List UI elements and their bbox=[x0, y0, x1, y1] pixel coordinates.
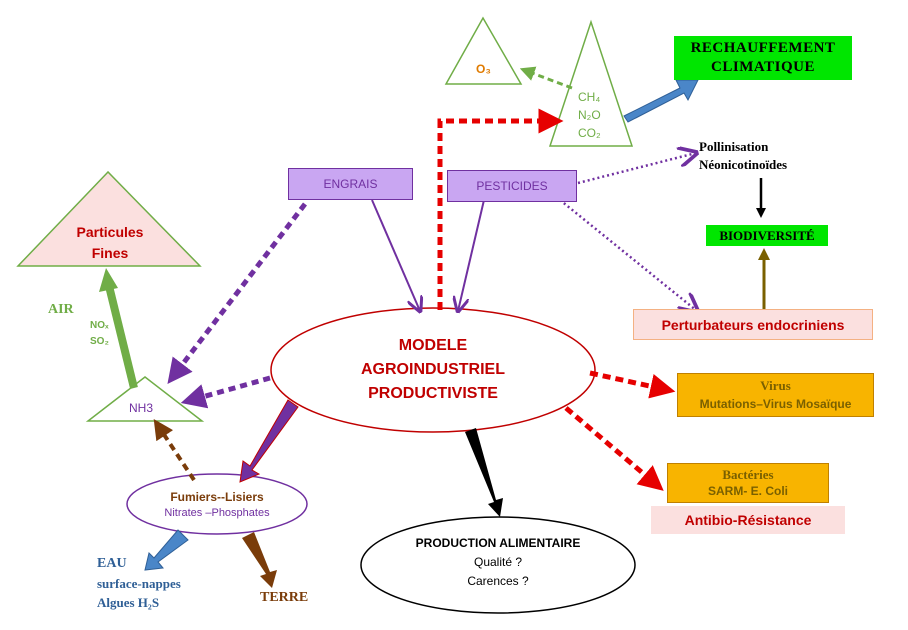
air-label: AIR bbox=[48, 302, 74, 317]
center-ellipse bbox=[270, 307, 596, 433]
bacteries-line2: SARM- E. Coli bbox=[708, 484, 788, 498]
production-line1: PRODUCTION ALIMENTAIRE bbox=[415, 535, 581, 550]
arrow-perturbateurs-to-biodiversite-head bbox=[758, 248, 770, 260]
center-line2: AGROINDUSTRIEL bbox=[361, 361, 505, 378]
arrow-pesticides-to-pollinisation bbox=[577, 153, 696, 185]
arrow-gases-to-rechauffement bbox=[623, 79, 699, 123]
particules-line1: Particules bbox=[76, 224, 144, 240]
pollinisation-line2: Néonicotinoïdes bbox=[699, 157, 788, 172]
ch4-label: CH₄ bbox=[578, 90, 601, 104]
fumiers-node: Fumiers--Lisiers Nitrates –Phosphates bbox=[140, 488, 294, 522]
arrow-fumiers-to-nh3 bbox=[153, 418, 196, 482]
arrow-center-to-fumiers bbox=[239, 399, 299, 483]
antibio-box: Antibio-Résistance bbox=[651, 506, 845, 534]
perturbateurs-box: Perturbateurs endocriniens bbox=[633, 309, 873, 340]
nh3-triangle bbox=[85, 376, 205, 422]
pesticides-label: PESTICIDES bbox=[476, 179, 548, 193]
terre-label: TERRE bbox=[260, 590, 309, 605]
biodiversite-box: BIODIVERSITÉ bbox=[706, 225, 828, 246]
fumiers-line2: Nitrates –Phosphates bbox=[164, 507, 270, 519]
rechauffement-line2: CLIMATIQUE bbox=[711, 59, 815, 75]
fumiers-line1: Fumiers--Lisiers bbox=[170, 490, 264, 504]
arrow-fumiers-to-terre bbox=[242, 532, 277, 588]
n2o-label: N₂O bbox=[578, 108, 601, 122]
arrow-center-to-virus bbox=[589, 370, 676, 399]
particules-triangle bbox=[16, 170, 202, 267]
arrow-engrais-to-nh3 bbox=[167, 202, 307, 384]
perturbateurs-label: Perturbateurs endocriniens bbox=[661, 316, 845, 333]
virus-line1: Virus bbox=[760, 378, 791, 393]
biodiversite-label: BIODIVERSITÉ bbox=[719, 227, 815, 243]
arrow-nh3-to-particules-head bbox=[99, 268, 118, 292]
o3-label: O₃ bbox=[476, 62, 491, 76]
so2-label: SO₂ bbox=[90, 336, 109, 347]
arrow-engrais-to-center bbox=[371, 199, 420, 311]
fumiers-ellipse bbox=[126, 473, 308, 535]
arrow-pesticides-to-perturbateurs bbox=[559, 199, 697, 311]
bacteries-line1: Bactéries bbox=[722, 467, 774, 482]
engrais-box: ENGRAIS bbox=[288, 168, 413, 200]
production-ellipse bbox=[360, 516, 636, 614]
eau-line1: EAU bbox=[97, 556, 127, 571]
arrow-fumiers-to-eau bbox=[144, 529, 189, 571]
gases-triangle bbox=[548, 19, 634, 147]
rechauffement-line1: RECHAUFFEMENT bbox=[690, 40, 836, 56]
rechauffement-box: RECHAUFFEMENT CLIMATIQUE bbox=[674, 36, 852, 80]
arrow-nh3-to-particules bbox=[105, 285, 138, 389]
virus-box: Virus Mutations–Virus Mosaïque bbox=[677, 373, 874, 417]
arrow-center-to-production bbox=[465, 428, 503, 517]
antibio-label: Antibio-Résistance bbox=[684, 512, 812, 528]
arrow-center-to-gases bbox=[437, 108, 564, 310]
production-line2: Qualité ? bbox=[473, 554, 523, 569]
eau-line2: surface-nappes bbox=[97, 576, 181, 591]
nox-label: NOₓ bbox=[90, 320, 109, 331]
arrow-center-to-bacteries bbox=[564, 406, 664, 491]
arrow-pesticides-to-center bbox=[458, 199, 485, 311]
eau-line3: Algues H₂S bbox=[97, 595, 160, 610]
o3-triangle bbox=[444, 16, 523, 85]
center-line3: PRODUCTIVISTE bbox=[368, 385, 498, 402]
particules-line2: Fines bbox=[91, 245, 129, 261]
arrow-gases-to-o3 bbox=[519, 66, 573, 90]
pesticides-box: PESTICIDES bbox=[447, 170, 577, 202]
engrais-label: ENGRAIS bbox=[323, 177, 378, 191]
particules-node: Particules Fines bbox=[48, 222, 172, 264]
arrow-center-to-nh3 bbox=[180, 375, 271, 409]
center-line1: MODELE bbox=[398, 337, 468, 354]
production-line3: Carences ? bbox=[467, 573, 529, 588]
co2-label: CO₂ bbox=[578, 126, 601, 140]
virus-line2: Mutations–Virus Mosaïque bbox=[699, 397, 852, 411]
bacteries-box: Bactéries SARM- E. Coli bbox=[667, 463, 829, 503]
production-node: PRODUCTION ALIMENTAIRE Qualité ? Carence… bbox=[380, 533, 616, 591]
center-node: MODELE AGROINDUSTRIEL PRODUCTIVISTE bbox=[300, 330, 566, 410]
pollinisation-line1: Pollinisation bbox=[699, 139, 769, 154]
nh3-label: NH3 bbox=[129, 401, 154, 415]
arrow-pollinisation-to-biodiversite-head bbox=[756, 208, 766, 218]
